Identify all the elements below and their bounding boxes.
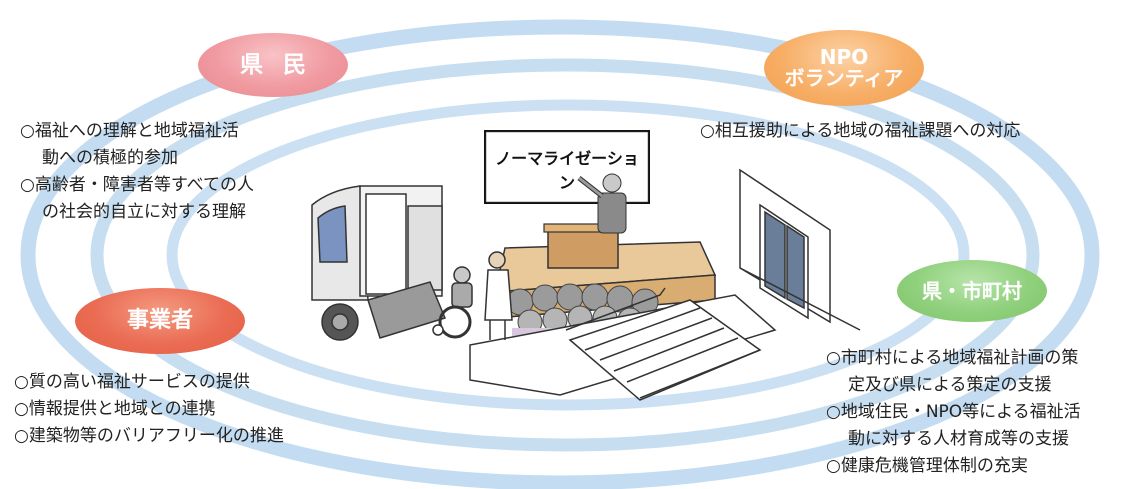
- npo-title-line2: ボランティア: [784, 66, 904, 90]
- vehicle: [311, 185, 447, 341]
- speaker-figure: [577, 173, 627, 234]
- npo-title-line1: NPO: [819, 45, 869, 69]
- jigyosha-item-3: ○建築物等のバリアフリー化の推進: [14, 426, 284, 446]
- ken-item-2-cont: 動に対する人材育成等の支援: [848, 429, 1069, 449]
- ken-item-2: ○地域住民・NPO等による福祉活: [826, 402, 1081, 422]
- kenmin-item-1-cont: 動への積極的参加: [42, 148, 178, 168]
- npo-list: ○相互援助による地域の福祉課題への対応: [700, 118, 1020, 145]
- npo-item-1: ○相互援助による地域の福祉課題への対応: [700, 121, 1021, 141]
- normalization-sign: [484, 130, 650, 204]
- npo-badge: NPO ボランティア: [764, 30, 924, 106]
- ken-item-1-cont: 定及び県による策定の支援: [848, 375, 1052, 395]
- kenmin-title: 県民: [240, 51, 326, 78]
- kenmin-item-2-cont: の社会的自立に対する理解: [42, 202, 246, 222]
- ken-badge: 県・市町村: [897, 260, 1047, 322]
- jigyosha-badge: 事業者: [75, 288, 245, 354]
- kenmin-item-2: ○高齢者・障害者等すべての人: [20, 175, 254, 195]
- kenmin-badge: 県民: [198, 33, 348, 97]
- sign-text: ノーマライゼーション: [495, 149, 639, 192]
- stairs-ramp: [565, 287, 762, 401]
- ken-title: 県・市町村: [922, 278, 1022, 303]
- helper-figure: [484, 251, 513, 340]
- ken-item-3: ○健康危機管理体制の充実: [826, 456, 1028, 476]
- concentric-rings: [20, 19, 1100, 489]
- kenmin-item-1: ○福祉への理解と地域福祉活: [20, 121, 239, 141]
- wheelchair-user: [432, 266, 473, 339]
- ken-item-1: ○市町村による地域福祉計画の策: [826, 348, 1079, 368]
- building: [739, 168, 861, 331]
- jigyosha-item-1: ○質の高い福祉サービスの提供: [14, 372, 250, 392]
- jigyosha-item-2: ○情報提供と地域との連携: [14, 399, 216, 419]
- kenmin-list: ○福祉への理解と地域福祉活 動への積極的参加 ○高齢者・障害者等すべての人 の社…: [20, 118, 254, 226]
- jigyosha-list: ○質の高い福祉サービスの提供 ○情報提供と地域との連携 ○建築物等のバリアフリー…: [14, 369, 284, 450]
- jigyosha-title: 事業者: [126, 308, 193, 334]
- ken-list: ○市町村による地域福祉計画の策 定及び県による策定の支援 ○地域住民・NPO等に…: [826, 345, 1081, 480]
